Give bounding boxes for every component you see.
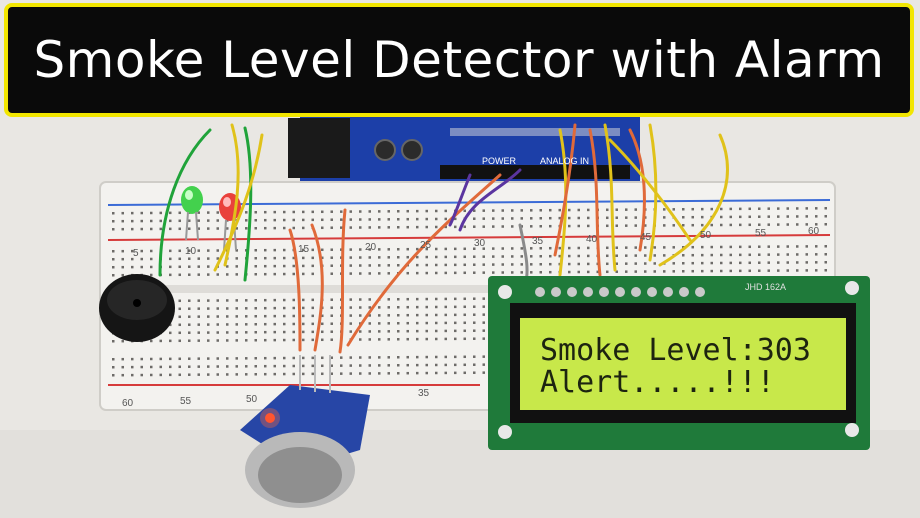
bb-num: 35: [532, 236, 544, 247]
bb-num: 25: [420, 240, 432, 251]
lcd-line-2: Alert.....!!!: [540, 365, 775, 400]
mq-gas-sensor: [240, 355, 370, 508]
page-title: Smoke Level Detector with Alarm: [33, 31, 885, 89]
bb-num: 5: [133, 248, 139, 259]
bb-num: 55: [755, 228, 767, 239]
bb-num: 30: [474, 238, 486, 249]
title-banner: Smoke Level Detector with Alarm: [4, 3, 914, 117]
lcd-model-label: JHD 162A: [745, 282, 787, 292]
bb-num: 50: [246, 394, 258, 405]
green-led: [181, 186, 203, 241]
bb-num: 40: [586, 234, 598, 245]
bb-num: 45: [640, 232, 652, 243]
bb-num: 55: [180, 396, 192, 407]
buzzer: [99, 274, 175, 342]
bb-num: 35: [418, 388, 430, 399]
bb-num: 20: [365, 242, 377, 253]
jumper-wires: [158, 123, 729, 354]
bb-num: 60: [122, 398, 134, 409]
bb-num: 60: [808, 226, 820, 237]
arduino-power-label: POWER: [482, 156, 517, 166]
bb-num: 15: [298, 244, 310, 255]
arduino-board: [288, 110, 640, 192]
lcd-screen: [520, 318, 846, 410]
bb-num: 50: [700, 230, 712, 241]
arduino-analog-label: ANALOG IN: [540, 156, 590, 166]
lcd-module: [488, 276, 870, 450]
lcd-line-1: Smoke Level:303: [540, 333, 811, 368]
bb-num: 10: [185, 246, 197, 257]
